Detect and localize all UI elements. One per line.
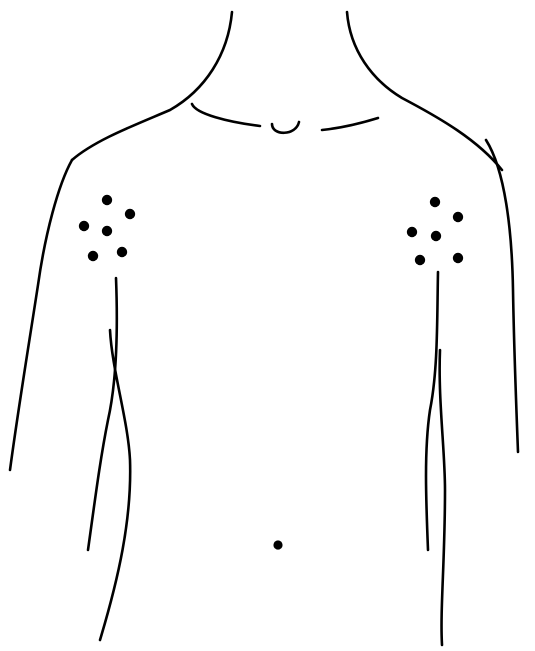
injection-dot	[88, 251, 98, 261]
collarbone-right	[322, 118, 378, 130]
injection-dot	[407, 227, 417, 237]
injection-dot	[430, 197, 440, 207]
arm-right-inner-line-b	[440, 350, 445, 645]
arm-right-outer-line	[486, 140, 518, 452]
injection-site-dots-left-shoulder	[79, 195, 135, 261]
navel-dot	[273, 540, 282, 549]
injection-dot	[453, 253, 463, 263]
injection-dot	[431, 231, 441, 241]
arm-left-outer-line	[10, 160, 72, 470]
injection-dot	[453, 212, 463, 222]
collarbone-notch	[272, 122, 299, 133]
arm-left-inner-line-a	[88, 278, 117, 550]
injection-dot	[102, 226, 112, 236]
injection-dot	[125, 209, 135, 219]
injection-dot	[79, 221, 89, 231]
injection-dot	[102, 195, 112, 205]
injection-site-dots-right-shoulder	[407, 197, 463, 265]
collarbone-left	[192, 104, 260, 126]
neck-right-line	[347, 12, 502, 170]
arm-right-inner-line-a	[426, 272, 438, 550]
injection-dot	[415, 255, 425, 265]
injection-dot	[117, 247, 127, 257]
neck-left-line	[72, 12, 232, 160]
